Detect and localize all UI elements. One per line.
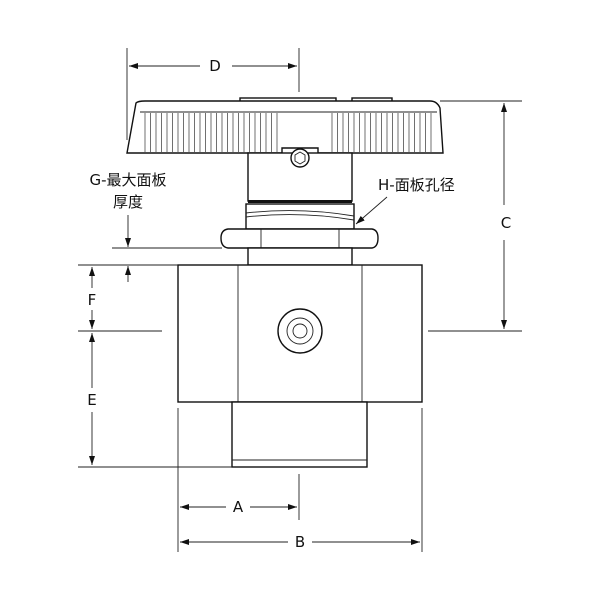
set-screw-icon: [290, 148, 310, 168]
knob: [126, 97, 444, 154]
port-icon: [277, 308, 323, 354]
label-a: A: [233, 498, 244, 516]
dimension-e: E: [78, 333, 232, 468]
panel-nut: [220, 228, 379, 266]
label-g-line2: 厚度: [113, 193, 143, 211]
dimension-h: H-面板孔径: [355, 176, 455, 225]
thread: [245, 203, 355, 230]
bottom-port: [231, 401, 368, 468]
label-e: E: [87, 391, 96, 409]
dimension-g: G-最大面板 厚度: [89, 171, 222, 282]
label-b: B: [295, 533, 305, 551]
dimension-b: B: [180, 408, 423, 552]
label-f: F: [88, 291, 97, 309]
label-c: C: [501, 214, 511, 232]
dimension-f: F: [78, 264, 178, 332]
dimension-c: C: [428, 100, 522, 332]
dimension-a: A: [177, 408, 300, 552]
knob-ridges: [144, 113, 432, 152]
stem: [245, 148, 355, 230]
dimension-d: D: [126, 48, 300, 140]
label-d: D: [209, 57, 221, 75]
label-g-line1: G-最大面板: [89, 171, 166, 189]
label-h: H-面板孔径: [378, 176, 455, 194]
valve-body: [177, 264, 423, 468]
